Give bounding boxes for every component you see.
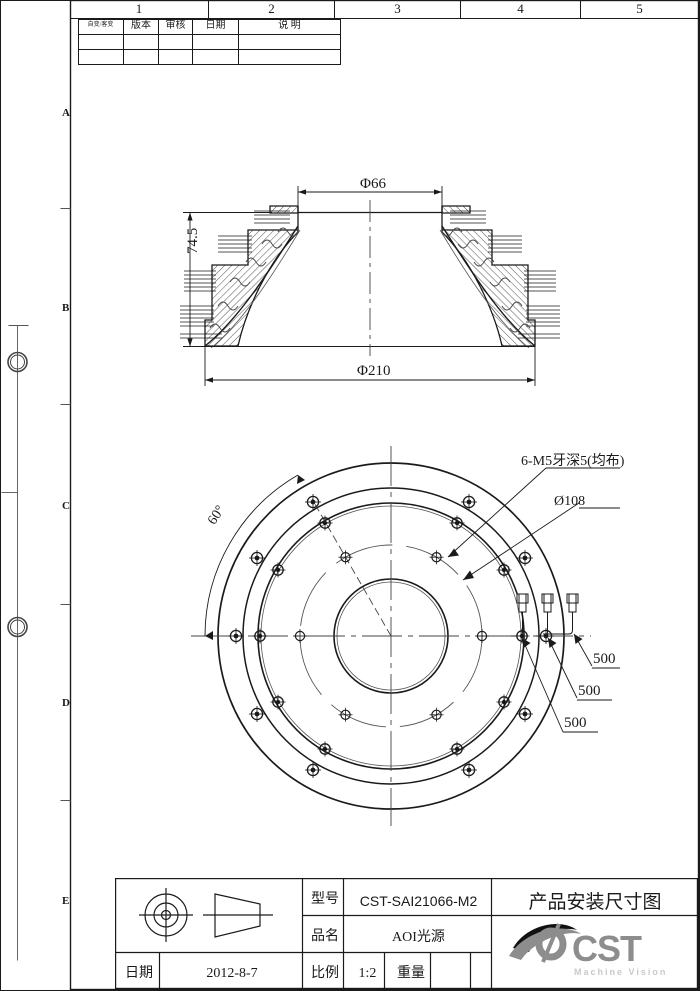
revision-header-review: 审核 xyxy=(165,20,186,31)
projection-symbol-icon xyxy=(139,888,273,942)
annotation-cable-1: 500 xyxy=(593,651,616,667)
zone-number-3: 3 xyxy=(394,1,401,16)
zone-letter-c: C xyxy=(62,501,70,512)
zone-number-5: 5 xyxy=(636,1,643,16)
dimension-label-bore: Φ66 xyxy=(360,176,386,192)
leader-arrow-thread xyxy=(448,548,459,557)
revision-header-date: 日期 xyxy=(205,20,226,31)
title-block-label-weight: 重量 xyxy=(397,966,425,981)
title-block-value-name: AOI光源 xyxy=(392,930,445,945)
zone-letter-e: E xyxy=(62,896,69,907)
revision-header-change: 自变/客变 xyxy=(87,22,114,28)
leader-arrow-bolt-circle xyxy=(463,570,474,580)
dimension-outer xyxy=(204,346,536,386)
revision-header-version: 版本 xyxy=(131,20,151,31)
leader-thread-note xyxy=(447,467,547,558)
zone-letter-b: B xyxy=(62,303,69,314)
dimension-height xyxy=(183,212,272,347)
zone-number-4: 4 xyxy=(517,1,524,16)
bolt-circle-ref xyxy=(299,544,483,728)
title-block-label-scale: 比例 xyxy=(311,966,339,981)
leader-underlines xyxy=(546,467,620,733)
section-left-scallops xyxy=(209,227,299,333)
title-block-value-model: CST-SAI21066-M2 xyxy=(359,893,478,909)
cst-logo xyxy=(509,923,581,963)
zone-number-2: 2 xyxy=(268,1,275,16)
title-block xyxy=(115,878,699,990)
middle-ring-holes xyxy=(252,515,530,757)
title-block-label-model: 型号 xyxy=(311,892,339,907)
title-block-value-scale: 1:2 xyxy=(358,966,377,981)
logo-text: CST xyxy=(572,928,642,969)
section-left-body xyxy=(204,205,301,349)
section-left-fins xyxy=(180,210,290,339)
annotation-cable-2: 500 xyxy=(578,683,601,699)
annotation-cable-3: 500 xyxy=(564,715,587,731)
cable-connectors xyxy=(511,593,579,637)
logo-tagline: Machine Vision xyxy=(574,967,668,977)
document-title: 产品安装尺寸图 xyxy=(528,892,662,913)
angle-arrow-bottom xyxy=(205,631,213,640)
annotation-thread-note: 6-M5牙深5(均布) xyxy=(521,454,625,469)
revision-table xyxy=(78,19,341,65)
title-block-value-date: 2012-8-7 xyxy=(206,966,258,981)
dimension-bore xyxy=(297,186,443,214)
zone-number-1: 1 xyxy=(135,1,143,16)
title-block-label-date: 日期 xyxy=(125,966,153,981)
section-right-body xyxy=(439,205,560,349)
angle-arc xyxy=(204,474,299,637)
cross-section-view xyxy=(180,186,560,386)
zone-letter-a: A xyxy=(62,108,70,119)
leader-bolt-circle xyxy=(462,502,580,581)
title-block-label-name: 品名 xyxy=(311,929,339,944)
angle-arrow-top xyxy=(297,475,305,484)
dimension-label-height: 74.5 xyxy=(185,227,201,254)
annotation-bolt-circle: Ø108 xyxy=(554,494,586,509)
plan-view xyxy=(191,446,620,826)
m5-thread-holes xyxy=(293,550,489,722)
zone-letter-d: D xyxy=(62,698,70,709)
revision-header-desc: 说 明 xyxy=(278,20,301,31)
dimension-label-outer: Φ210 xyxy=(357,363,391,379)
angle-construction-line xyxy=(311,498,392,637)
outer-ring-holes xyxy=(228,494,554,778)
